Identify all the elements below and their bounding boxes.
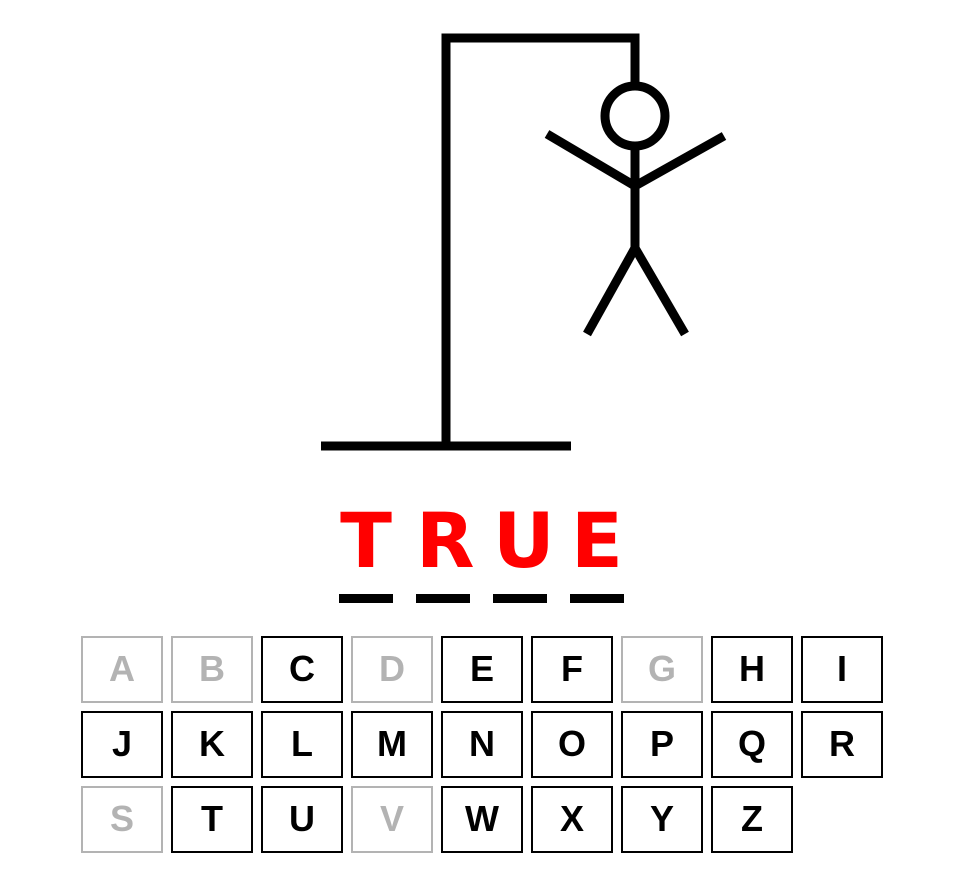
figure-right-leg (631, 245, 689, 337)
revealed-letter: R (416, 496, 475, 585)
stick-figure (544, 81, 727, 337)
key-p[interactable]: P (621, 711, 703, 778)
key-t[interactable]: T (171, 786, 253, 853)
key-s: S (81, 786, 163, 853)
revealed-letter: U (493, 496, 555, 585)
key-i[interactable]: I (801, 636, 883, 703)
key-b: B (171, 636, 253, 703)
letter-underline (570, 594, 624, 603)
letter-underline (339, 594, 393, 603)
key-x[interactable]: X (531, 786, 613, 853)
word-letter-slot: U (493, 496, 555, 608)
key-v: V (351, 786, 433, 853)
key-h[interactable]: H (711, 636, 793, 703)
key-q[interactable]: Q (711, 711, 793, 778)
key-l[interactable]: L (261, 711, 343, 778)
word-letter-slot: R (416, 496, 475, 608)
key-u[interactable]: U (261, 786, 343, 853)
word-letter-slot: E (570, 496, 624, 608)
letter-underline (416, 594, 470, 603)
word-letter-slot: T (339, 496, 393, 608)
gallows (321, 33, 640, 451)
figure-head (600, 81, 670, 151)
hangman-drawing (321, 33, 727, 451)
figure-left-arm (544, 130, 638, 190)
key-w[interactable]: W (441, 786, 523, 853)
key-e[interactable]: E (441, 636, 523, 703)
key-a: A (81, 636, 163, 703)
letter-underline (493, 594, 547, 603)
key-k[interactable]: K (171, 711, 253, 778)
key-m[interactable]: M (351, 711, 433, 778)
figure-right-arm (632, 132, 727, 190)
key-y[interactable]: Y (621, 786, 703, 853)
revealed-letter: E (571, 496, 623, 585)
key-n[interactable]: N (441, 711, 523, 778)
key-o[interactable]: O (531, 711, 613, 778)
key-j[interactable]: J (81, 711, 163, 778)
key-r[interactable]: R (801, 711, 883, 778)
key-f[interactable]: F (531, 636, 613, 703)
key-c[interactable]: C (261, 636, 343, 703)
key-z[interactable]: Z (711, 786, 793, 853)
key-d: D (351, 636, 433, 703)
revealed-letter: T (340, 496, 392, 585)
figure-left-leg (583, 245, 639, 337)
key-g: G (621, 636, 703, 703)
